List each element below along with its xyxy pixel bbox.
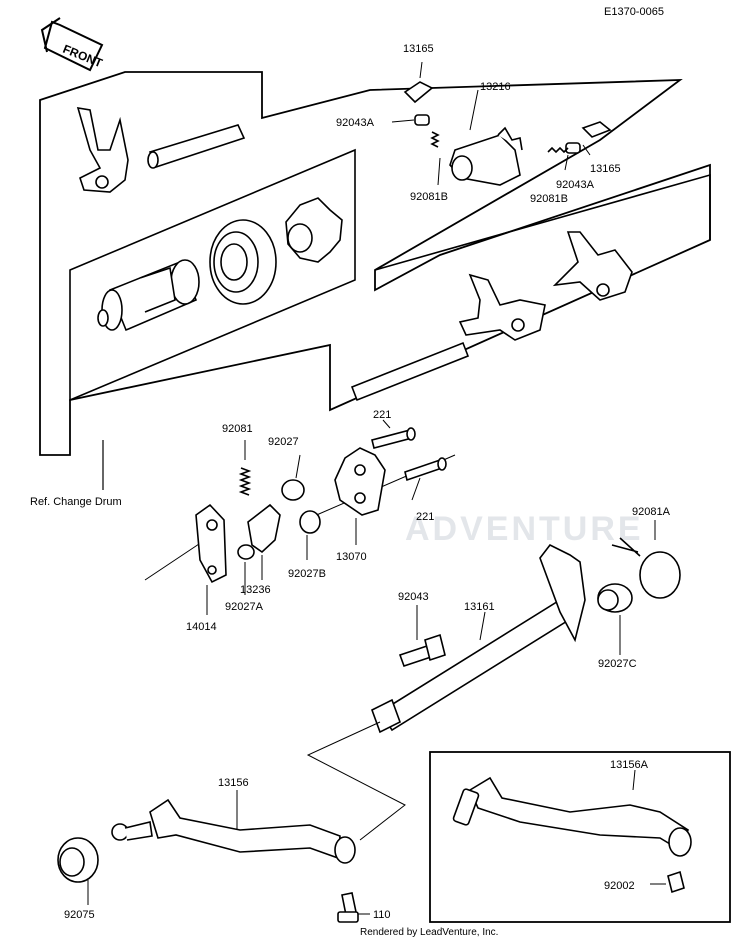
label-221-top: 221 — [373, 409, 391, 421]
label-92081A: 92081A — [632, 506, 671, 518]
alt-pedal-box — [429, 751, 731, 923]
diagram-code: E1370-0065 — [604, 6, 664, 18]
lever-13236 — [247, 503, 281, 554]
label-92027A: 92027A — [225, 601, 264, 613]
label-92027C: 92027C — [598, 658, 637, 670]
label-92043A-right: 92043A — [556, 179, 595, 191]
label-13165-right: 13165 — [590, 163, 621, 175]
label-92075: 92075 — [64, 909, 95, 921]
change-drum — [97, 259, 200, 332]
ref-change-drum-label: Ref. Change Drum — [30, 496, 122, 508]
plate-13070 — [334, 447, 386, 516]
label-221-bottom: 221 — [416, 511, 434, 523]
pin-92043A-left — [414, 114, 430, 126]
footer-credit: Rendered by LeadVenture, Inc. — [360, 927, 498, 938]
shift-fork-right — [552, 231, 633, 301]
fork-shaft-right — [350, 341, 470, 402]
shift-fork-left — [76, 107, 129, 193]
pedal-rubber-92075 — [57, 837, 99, 883]
spring-92081 — [238, 467, 252, 496]
label-13156: 13156 — [218, 777, 249, 789]
collar-92027B — [299, 510, 321, 534]
bolt-221-top — [371, 427, 416, 449]
washer-92027A — [237, 544, 255, 560]
bearing — [209, 219, 277, 305]
shift-drum-cam — [449, 126, 523, 186]
front-arrow-icon: FRONT — [40, 17, 105, 72]
shift-pedal-13156A — [452, 776, 692, 857]
label-14014: 14014 — [186, 621, 217, 633]
label-13156A: 13156A — [610, 759, 649, 771]
label-92043A-left: 92043A — [336, 117, 375, 129]
fork-shaft — [147, 124, 246, 169]
label-13070: 13070 — [336, 551, 367, 563]
label-92043: 92043 — [398, 591, 429, 603]
pin-92043A-right — [565, 142, 581, 154]
label-92027: 92027 — [268, 436, 299, 448]
label-13216: 13216 — [480, 81, 511, 93]
bolt-110 — [337, 892, 359, 923]
label-110: 110 — [373, 909, 391, 921]
bolt-92002 — [667, 870, 685, 894]
label-92081: 92081 — [222, 423, 253, 435]
bolt-221-bottom — [404, 457, 447, 482]
lever-14014 — [195, 503, 227, 584]
spring-92081B-left — [430, 131, 440, 148]
label-92002: 92002 — [604, 880, 635, 892]
collar-92027 — [281, 479, 305, 501]
label-92027B: 92027B — [288, 568, 326, 580]
label-92081B-right: 92081B — [530, 193, 568, 205]
spring-92081B-right — [547, 146, 569, 154]
shift-fork-mid — [458, 273, 546, 341]
shift-shaft-13161 — [371, 543, 586, 734]
bolt-92043 — [398, 633, 446, 668]
pin-13165-top — [403, 81, 434, 104]
drum-cam — [285, 197, 343, 263]
drum-inner-frame — [69, 148, 356, 402]
spring-92081A — [611, 537, 681, 599]
pin-13165-right — [581, 121, 612, 138]
shift-pedal-13156 — [111, 798, 356, 864]
label-92081B-left: 92081B — [410, 191, 448, 203]
watermark-text: ADVENTURE — [405, 510, 644, 548]
label-13161: 13161 — [464, 601, 495, 613]
collar-92027C — [597, 583, 633, 613]
label-13236: 13236 — [240, 584, 271, 596]
label-13165-top: 13165 — [403, 43, 434, 55]
